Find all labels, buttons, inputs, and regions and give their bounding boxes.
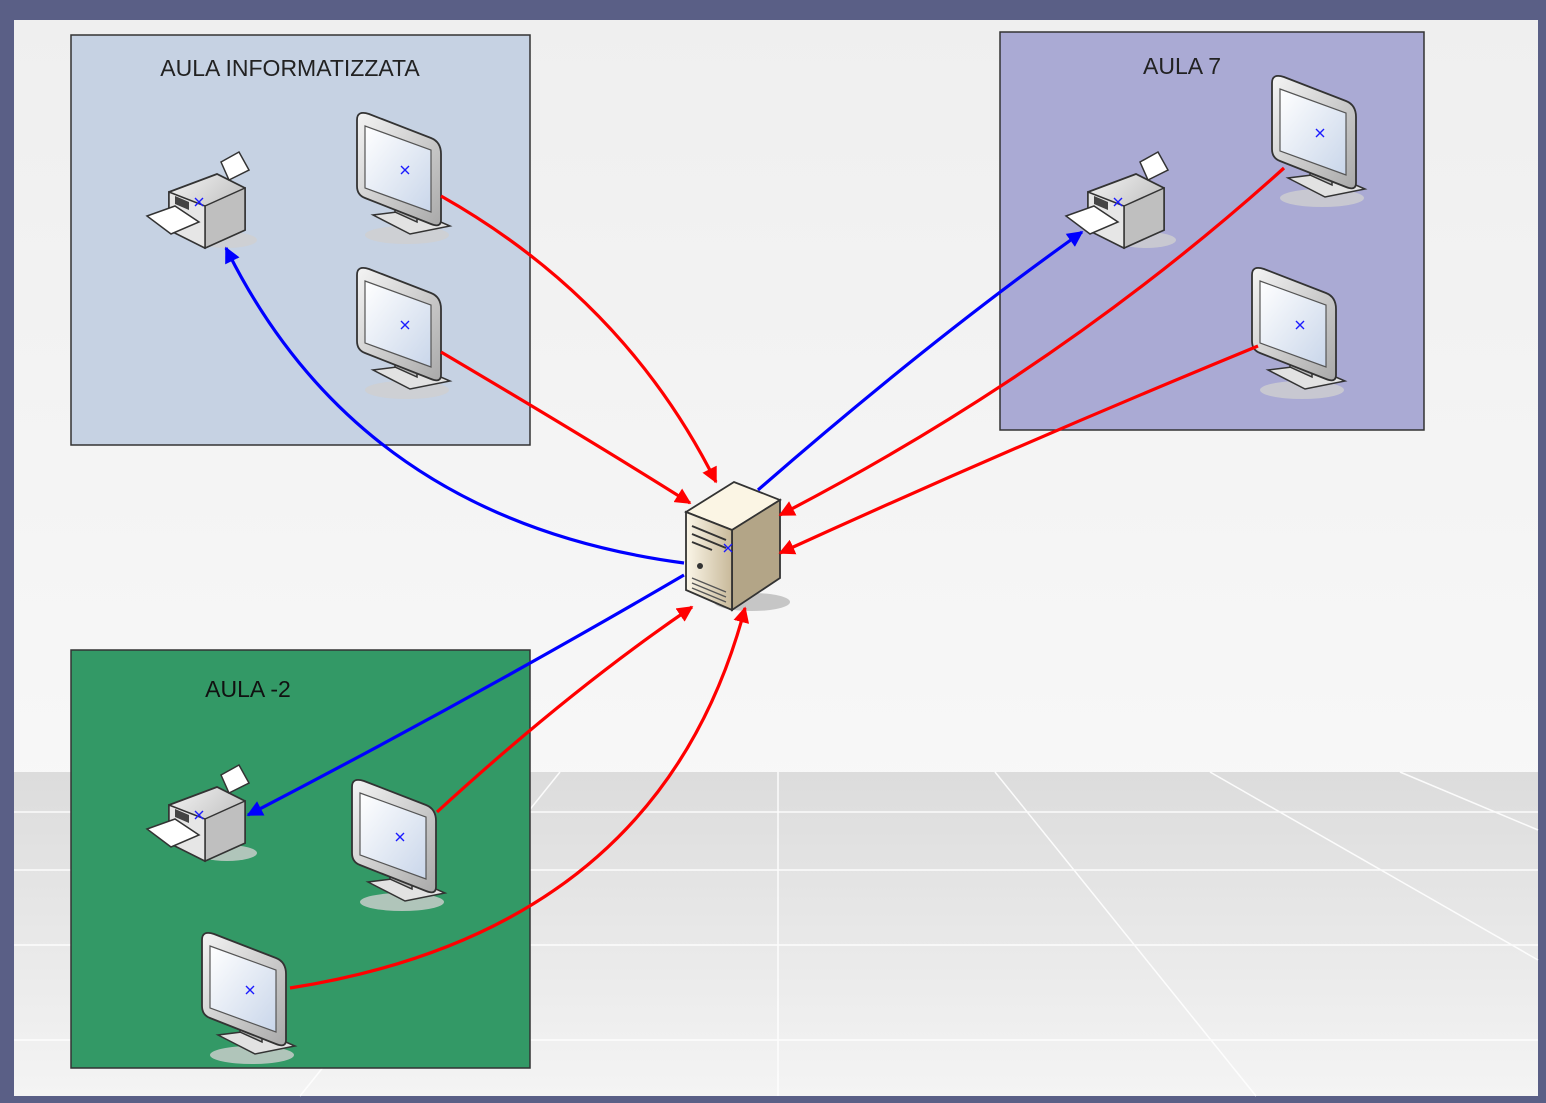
room-aula-informatizzata: AULA INFORMATIZZATA: [70, 34, 531, 446]
room-box: [70, 649, 531, 1069]
link-server-to-printer: [756, 230, 1084, 492]
room-aula-minus-2: AULA -2: [70, 649, 531, 1069]
room-label: AULA INFORMATIZZATA: [160, 55, 420, 81]
link-pc-to-server: [440, 194, 718, 484]
link-pc-to-server: [778, 344, 1259, 555]
link-pc-to-server: [778, 166, 1286, 517]
link-server-to-printer: [246, 573, 685, 817]
pc-links: [289, 166, 1286, 990]
room-label: AULA 7: [1143, 53, 1221, 79]
link-pc-to-server: [435, 605, 694, 814]
link-pc-to-server: [289, 606, 750, 990]
printer-links: [224, 230, 1084, 817]
link-server-to-printer: [224, 246, 685, 565]
room-box: [70, 34, 531, 446]
room-label: AULA -2: [205, 676, 291, 702]
link-pc-to-server: [440, 350, 692, 505]
